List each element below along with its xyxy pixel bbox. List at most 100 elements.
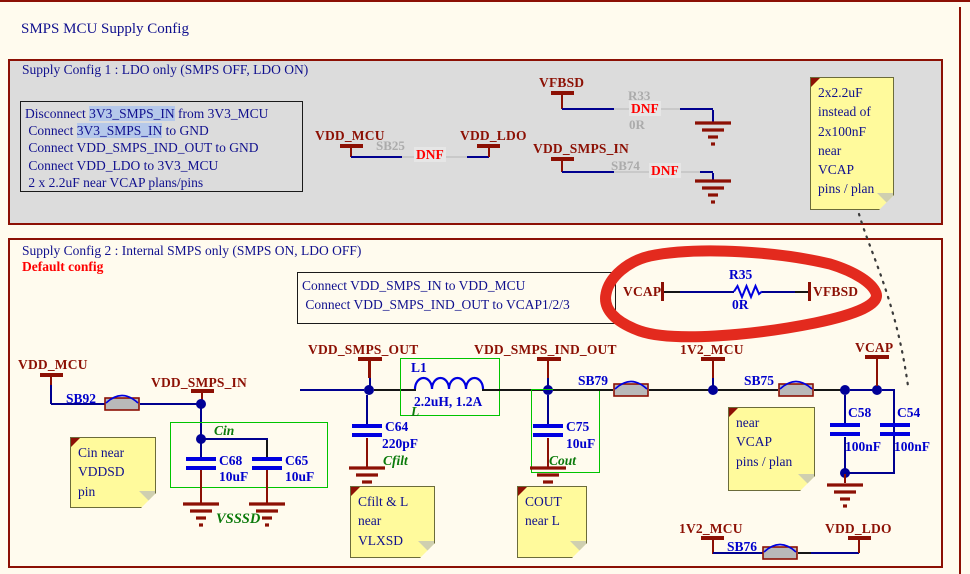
net-label-vdd-ldo: VDD_LDO [825,521,892,536]
instruction-line: Connect VDD_SMPS_IND_OUT to VCAP1/2/3 [302,295,611,314]
section1-box [8,59,943,225]
solder-bridge-icon [104,394,140,411]
wire-segment [366,395,368,425]
ground-stem [266,470,268,503]
capacitor-icon [830,423,860,436]
ground-stem [844,474,846,483]
note-text: COUT [525,494,562,509]
wire-segment [680,108,713,110]
net-label-1v2-mcu: 1V2_MCU [679,521,743,536]
note-text: 2x100nF [818,123,867,139]
note-text: VCAP [818,162,855,178]
component-ref-r33: R33 [628,88,651,103]
wire-segment [846,472,894,474]
wire-segment [762,291,795,293]
power-port-stem [50,377,52,386]
ground-icon [695,179,731,204]
inductor-class-box [400,358,500,416]
section1-header: Supply Config 1 : LDO only (SMPS OFF, LD… [22,62,309,77]
capacitor-icon [252,457,282,470]
wire-segment [300,389,364,391]
wire-segment [202,438,268,440]
wire-segment [51,403,105,405]
wire-segment [140,403,202,405]
instruction-line: Disconnect 3V3_SMPS_IN from 3V3_MCU [25,105,298,122]
component-value-0r: 0R [629,117,645,132]
class-label-cfilt: Cfilt [383,453,408,468]
component-value: 10uF [566,436,596,451]
sticky-note-cin: Cin near VDDSD pin [70,437,156,508]
highlighted-net: 3V3_SMPS_IN [89,106,175,121]
solder-bridge-icon [762,543,798,560]
component-ref-r35: R35 [729,267,753,282]
sticky-note-vcap: near VCAP pins / plan [728,407,815,491]
instruction-line: Connect 3V3_SMPS_IN to GND [25,122,298,139]
wire-segment [547,395,549,425]
power-port-icon [40,373,63,377]
wire-segment [680,291,734,293]
wire-segment [200,440,202,457]
note-text: VLXSD [358,532,404,548]
solder-bridge-icon [778,380,814,397]
power-port-icon [701,357,725,361]
junction-dot [708,385,718,395]
note-text: instead of [818,104,871,120]
power-port-icon [537,357,561,361]
capacitor-icon [352,424,382,437]
component-ref-sb79: SB79 [578,373,609,388]
power-port-stem [488,148,490,157]
ground-icon [249,502,285,527]
class-label-vsssd: VSSSD [216,511,261,527]
net-label-vdd-mcu: VDD_MCU [315,128,385,143]
net-label-vdd-ldo: VDD_LDO [460,128,527,143]
sticky-note-vcap-caps: 2x2.2uF instead of 2x100nF near VCAP pin… [810,77,894,210]
instruction-text: Connect VDD_LDO to 3V3_MCU [25,157,219,173]
power-port-icon [358,357,382,361]
junction-dot [196,434,206,444]
power-port-icon [191,389,214,393]
power-port-icon [701,536,724,540]
wire-segment [811,552,859,554]
note-text: VCAP [736,434,773,450]
instruction-text: Connect VDD_SMPS_IN to VDD_MCU [302,278,526,293]
class-label-cin: Cin [214,423,235,438]
instruction-text: Connect [25,123,77,139]
net-label-vcap: VCAP [623,284,662,299]
class-label-cout: Cout [549,453,577,468]
net-label-vfbsd: VFBSD [813,284,859,299]
section2-instructions-box: Connect VDD_SMPS_IN to VDD_MCU Connect V… [297,272,616,324]
wire-segment [798,552,811,554]
net-port-icon [808,282,811,301]
note-text: Cfilt & L [358,494,409,509]
instruction-text: Connect VDD_SMPS_IND_OUT to GND [25,140,259,156]
net-label-vcap: VCAP [855,340,894,355]
cin-class-box [170,422,328,488]
inductor-icon [413,376,485,390]
ground-icon [183,502,219,527]
wire-segment [547,378,549,386]
wire-segment [50,385,52,404]
wire-segment [374,389,416,391]
capacitor-icon [533,424,563,437]
component-value: 10uF [219,469,249,484]
note-text: near [818,142,842,158]
note-text: pin [78,483,96,499]
wire-segment [718,389,778,391]
wire-segment [664,291,680,293]
ground-stem [366,438,368,467]
instruction-text: Disconnect [25,106,90,121]
component-ref-sb74: SB74 [611,158,640,173]
wire-segment [482,389,544,391]
wire-segment [795,291,809,293]
note-text: pins / plan [736,453,793,469]
wire-segment [649,389,709,391]
sticky-note-cfilt: Cfilt & L near VLXSD [350,486,435,558]
component-ref-c54: C54 [897,405,921,420]
power-port-stem [547,361,549,378]
component-ref-c64: C64 [385,419,409,434]
instruction-text: from 3V3_MCU [174,106,269,121]
sheet-border-top [0,0,970,2]
note-text: near [358,513,382,529]
power-port-stem [858,540,860,553]
